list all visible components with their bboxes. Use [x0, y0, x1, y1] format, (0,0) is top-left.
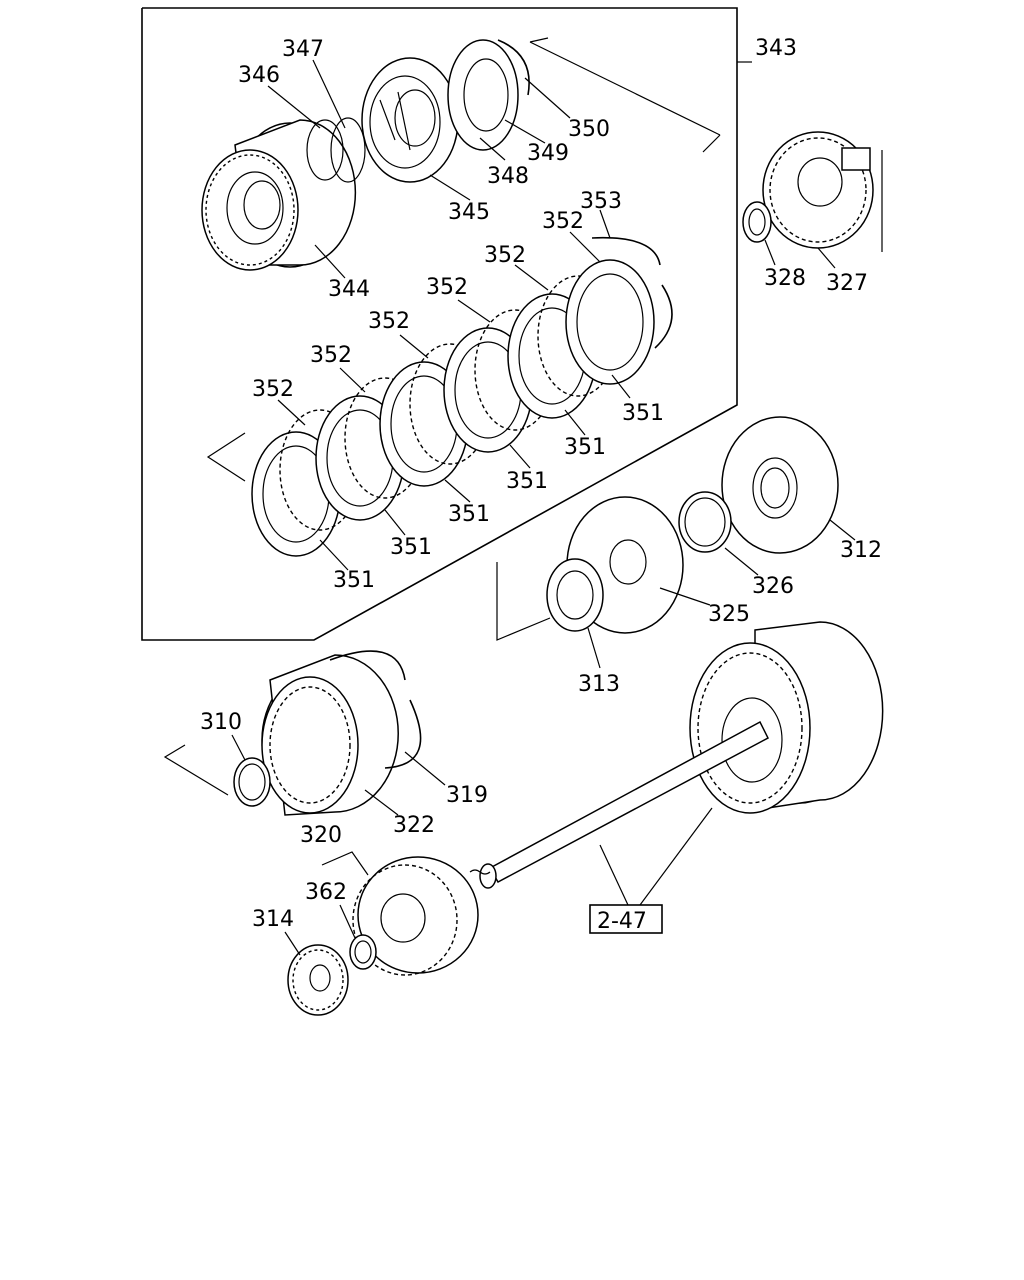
part-320-carrier: [352, 856, 479, 976]
part-310-snap-ring: [233, 757, 271, 807]
part-350-snap-ring: [497, 39, 530, 96]
label-344: 344: [328, 277, 370, 302]
reference-box-2-47: 2-47: [589, 904, 663, 934]
label-310: 310: [200, 710, 242, 735]
label-348: 348: [487, 164, 529, 189]
part-313-bearing: [546, 558, 604, 632]
part-326-washer: [678, 491, 732, 553]
label-351-b: 351: [390, 535, 432, 560]
label-353: 353: [580, 189, 622, 214]
label-352-e: 352: [484, 243, 526, 268]
label-351-d: 351: [506, 469, 548, 494]
label-346: 346: [238, 63, 280, 88]
bracket-left-plates: [206, 432, 246, 482]
label-325: 325: [708, 602, 750, 627]
label-352-b: 352: [310, 343, 352, 368]
label-351-c: 351: [448, 502, 490, 527]
clutch-pack-plates: [251, 259, 655, 557]
part-output-drum: [689, 621, 884, 814]
label-352-c: 352: [368, 309, 410, 334]
label-352-f: 352: [542, 209, 584, 234]
label-350: 350: [568, 117, 610, 142]
part-312-hub: [721, 416, 839, 554]
part-349-retainer: [447, 39, 519, 151]
label-320: 320: [300, 823, 342, 848]
label-343: 343: [755, 36, 797, 61]
label-347: 347: [282, 37, 324, 62]
label-314: 314: [252, 907, 294, 932]
part-322-ring-gear: [261, 654, 399, 816]
label-327: 327: [826, 271, 868, 296]
part-shaft: [469, 720, 769, 889]
label-313: 313: [578, 672, 620, 697]
part-345-piston: [361, 57, 459, 183]
label-328: 328: [764, 266, 806, 291]
label-351-e: 351: [564, 435, 606, 460]
part-327-gear: [762, 131, 874, 249]
part-346-347-seals: [306, 117, 366, 183]
bracket-310: [163, 744, 229, 796]
part-labels: 343 347 346 350 349 348 345 344 353 328 …: [200, 36, 882, 932]
bracket-2-47: [599, 807, 713, 906]
part-362-bushing: [349, 934, 377, 970]
bracket-313: [496, 562, 551, 641]
label-352-a: 352: [252, 377, 294, 402]
part-314-pinion: [287, 944, 349, 1016]
group-343-frame: [141, 7, 752, 641]
part-344-clutch-drum: [201, 119, 357, 271]
label-345: 345: [448, 200, 490, 225]
label-326: 326: [752, 574, 794, 599]
label-319: 319: [446, 783, 488, 808]
label-362: 362: [305, 880, 347, 905]
label-352-d: 352: [426, 275, 468, 300]
part-353-snap-ring: [591, 236, 673, 349]
reference-box-text: 2-47: [597, 909, 647, 934]
part-328-washer: [742, 201, 772, 243]
bracket-320: [321, 851, 369, 876]
label-351-a: 351: [333, 568, 375, 593]
part-319-snap-ring: [329, 650, 422, 769]
label-312: 312: [840, 538, 882, 563]
label-349: 349: [527, 141, 569, 166]
label-351-f: 351: [622, 401, 664, 426]
leader-lines: [231, 59, 856, 956]
axis-line-343: [529, 37, 721, 153]
label-322: 322: [393, 813, 435, 838]
